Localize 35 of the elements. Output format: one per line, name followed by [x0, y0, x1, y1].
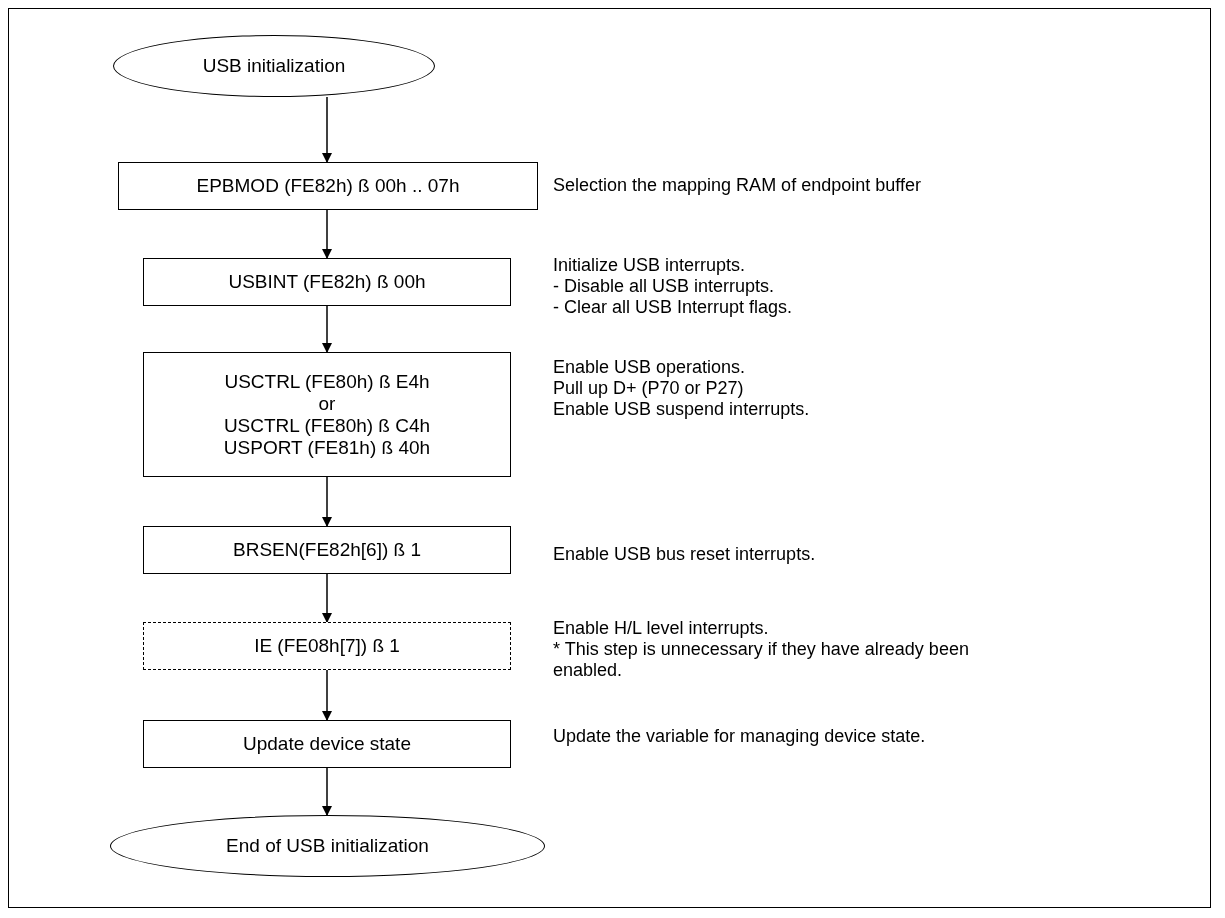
- process-box: [143, 720, 511, 768]
- process-box: [143, 622, 511, 670]
- arrow: [322, 669, 332, 721]
- step-text: USCTRL (FE80h) ß E4h: [224, 370, 430, 393]
- step-note: - Clear all USB Interrupt flags.: [553, 297, 794, 318]
- process-box: [143, 258, 511, 306]
- arrow: [322, 305, 332, 353]
- step-text: USBINT (FE82h) ß 00h: [228, 271, 426, 293]
- step-note: Selection the mapping RAM of endpoint buffer: [553, 175, 922, 196]
- step-text: USCTRL (FE80h) ß C4h: [223, 414, 431, 437]
- step-note: - Disable all USB interrupts.: [553, 276, 776, 297]
- step-text: End of USB initialization: [226, 835, 429, 857]
- step-text: USB initialization: [202, 55, 346, 77]
- step-note: Enable USB suspend interrupts.: [553, 399, 811, 420]
- step-text: USPORT (FE81h) ß 40h: [223, 436, 431, 459]
- step-note: Enable H/L level interrupts.: [553, 618, 770, 639]
- arrow: [322, 96, 332, 163]
- step-text: EPBMOD (FE82h) ß 00h .. 07h: [196, 175, 460, 197]
- process-box: [118, 162, 538, 210]
- step-note: Enable USB operations.: [553, 357, 747, 378]
- step-text: or: [318, 392, 336, 415]
- process-box: [143, 526, 511, 574]
- step-note: Enable USB bus reset interrupts.: [553, 544, 817, 565]
- step-text: Update device state: [243, 733, 411, 755]
- step-note: Update the variable for managing device state.: [553, 726, 927, 747]
- process-box: [143, 352, 511, 477]
- arrow: [322, 209, 332, 259]
- step-text: IE (FE08h[7]) ß 1: [254, 635, 400, 657]
- arrow: [322, 573, 332, 623]
- step-note: Initialize USB interrupts.: [553, 255, 747, 276]
- arrow: [322, 476, 332, 527]
- step-text: BRSEN(FE82h[6]) ß 1: [233, 539, 421, 561]
- arrow: [322, 767, 332, 816]
- step-note: Pull up D+ (P70 or P27): [553, 378, 745, 399]
- step-note: * This step is unnecessary if they have already been enabled.: [553, 639, 970, 681]
